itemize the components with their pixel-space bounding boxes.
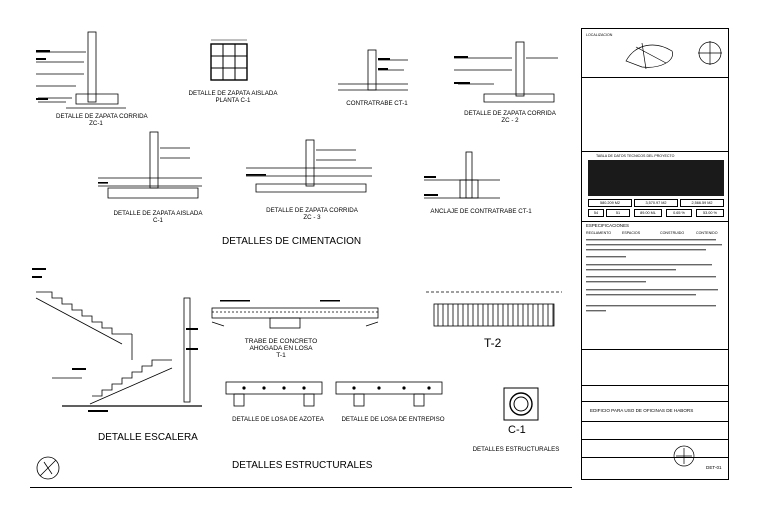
- columna-drawing: [503, 387, 539, 421]
- legend-4: CONTENIDO: [696, 231, 718, 235]
- tb-divider-3: [582, 221, 728, 222]
- specs-text-lines: [586, 239, 722, 312]
- small-cell-5: 53.00 %: [696, 209, 724, 217]
- logo-icon: [673, 445, 695, 467]
- ct1-drawing: [338, 49, 408, 91]
- data-table-title: TABLA DE DATOS TECNICOS DEL PROYECTO: [596, 154, 675, 158]
- north-arrow: [34, 454, 64, 486]
- location-map-icon: [625, 41, 722, 70]
- detail-losa-entrepiso: [334, 374, 444, 408]
- c1-aislada-drawing: [98, 131, 202, 199]
- title-block: LOCALIZACION TABLA DE DATOS TECNICOS DEL…: [581, 28, 729, 480]
- value-cell-1: 580.209 M2: [588, 199, 632, 207]
- detail-trabe-t1: [210, 296, 380, 336]
- detail-planta-c1: [205, 38, 255, 88]
- legend-3: CONSTRUIDO: [660, 231, 685, 235]
- project-name: EDIFICIO PARA USO DE OFICINAS DE HABORS: [590, 408, 694, 413]
- azotea-label: DETALLE DE LOSA DE AZOTEA: [232, 416, 324, 423]
- detail-losa-azotea: [224, 374, 324, 408]
- small-cell-2: 51: [606, 209, 630, 217]
- detail-zapata-corrida-zc1: [36, 28, 136, 118]
- t2-drawing: [426, 291, 562, 327]
- section-title-cimentacion: DETALLES DE CIMENTACION: [222, 236, 362, 247]
- detail-columna-c1: [500, 384, 544, 424]
- ct1-label: CONTRATRABE CT-1: [346, 100, 408, 107]
- tb-divider-7: [582, 421, 728, 422]
- tb-divider-6: [582, 401, 728, 402]
- entrepiso-drawing: [335, 381, 443, 407]
- small-cell-4: 0.65 %: [666, 209, 692, 217]
- t2-label: T-2: [484, 336, 502, 350]
- legend-1: REGLAMENTO: [586, 231, 612, 235]
- entrepiso-label: DETALLE DE LOSA DE ENTREPISO: [341, 416, 445, 423]
- section-title-escalera: DETALLE ESCALERA: [98, 432, 198, 443]
- anclaje-drawing: [424, 151, 500, 199]
- detail-zapata-corrida-zc3: [246, 138, 376, 198]
- zc2-drawing: [454, 41, 558, 103]
- detail-anclaje-ct1: [424, 150, 504, 204]
- detail-zapata-corrida-zc2: [454, 38, 564, 108]
- t1-drawing: [211, 300, 379, 329]
- tb-divider-5: [582, 385, 728, 386]
- small-cell-3: 89.00 ML: [634, 209, 662, 217]
- detail-zapata-aislada-c1: [98, 128, 208, 206]
- small-cell-1: 54: [588, 209, 604, 217]
- section-title-estructurales: DETALLES ESTRUCTURALES: [232, 460, 373, 471]
- north-arrow-icon: [36, 456, 60, 480]
- tb-divider-1: [582, 77, 728, 78]
- zc1-drawing: [36, 31, 126, 109]
- det-estructurales-label: DETALLES ESTRUCTURALES: [472, 446, 560, 453]
- sheet-bottom-border: [30, 487, 572, 488]
- legend-2: ESPACIOS: [622, 231, 641, 235]
- detail-contratrabe-ct1: [338, 46, 418, 96]
- planta-c1-drawing: [210, 39, 248, 81]
- value-cell-3: 2,566.59 M2: [680, 199, 724, 207]
- tb-divider-9: [582, 457, 728, 458]
- tb-divider-8: [582, 439, 728, 440]
- detail-escalera: [32, 268, 212, 418]
- tb-divider-2: [582, 151, 728, 152]
- escalera-drawing: [32, 268, 202, 412]
- columna-label: C-1: [508, 424, 526, 436]
- anclaje-label: ANCLAJE DE CONTRATRABE CT-1: [430, 208, 532, 215]
- detail-trabe-t2: [424, 290, 564, 340]
- value-cell-2: 3,570.97 M2: [634, 199, 678, 207]
- tb-divider-4: [582, 349, 728, 350]
- location-label: LOCALIZACION: [586, 33, 613, 37]
- specs-title: ESPECIFICACIONES: [586, 223, 629, 228]
- drawing-code: DET-01: [706, 465, 722, 470]
- data-table: [588, 160, 724, 196]
- azotea-drawing: [225, 381, 323, 407]
- zc3-drawing: [246, 139, 372, 193]
